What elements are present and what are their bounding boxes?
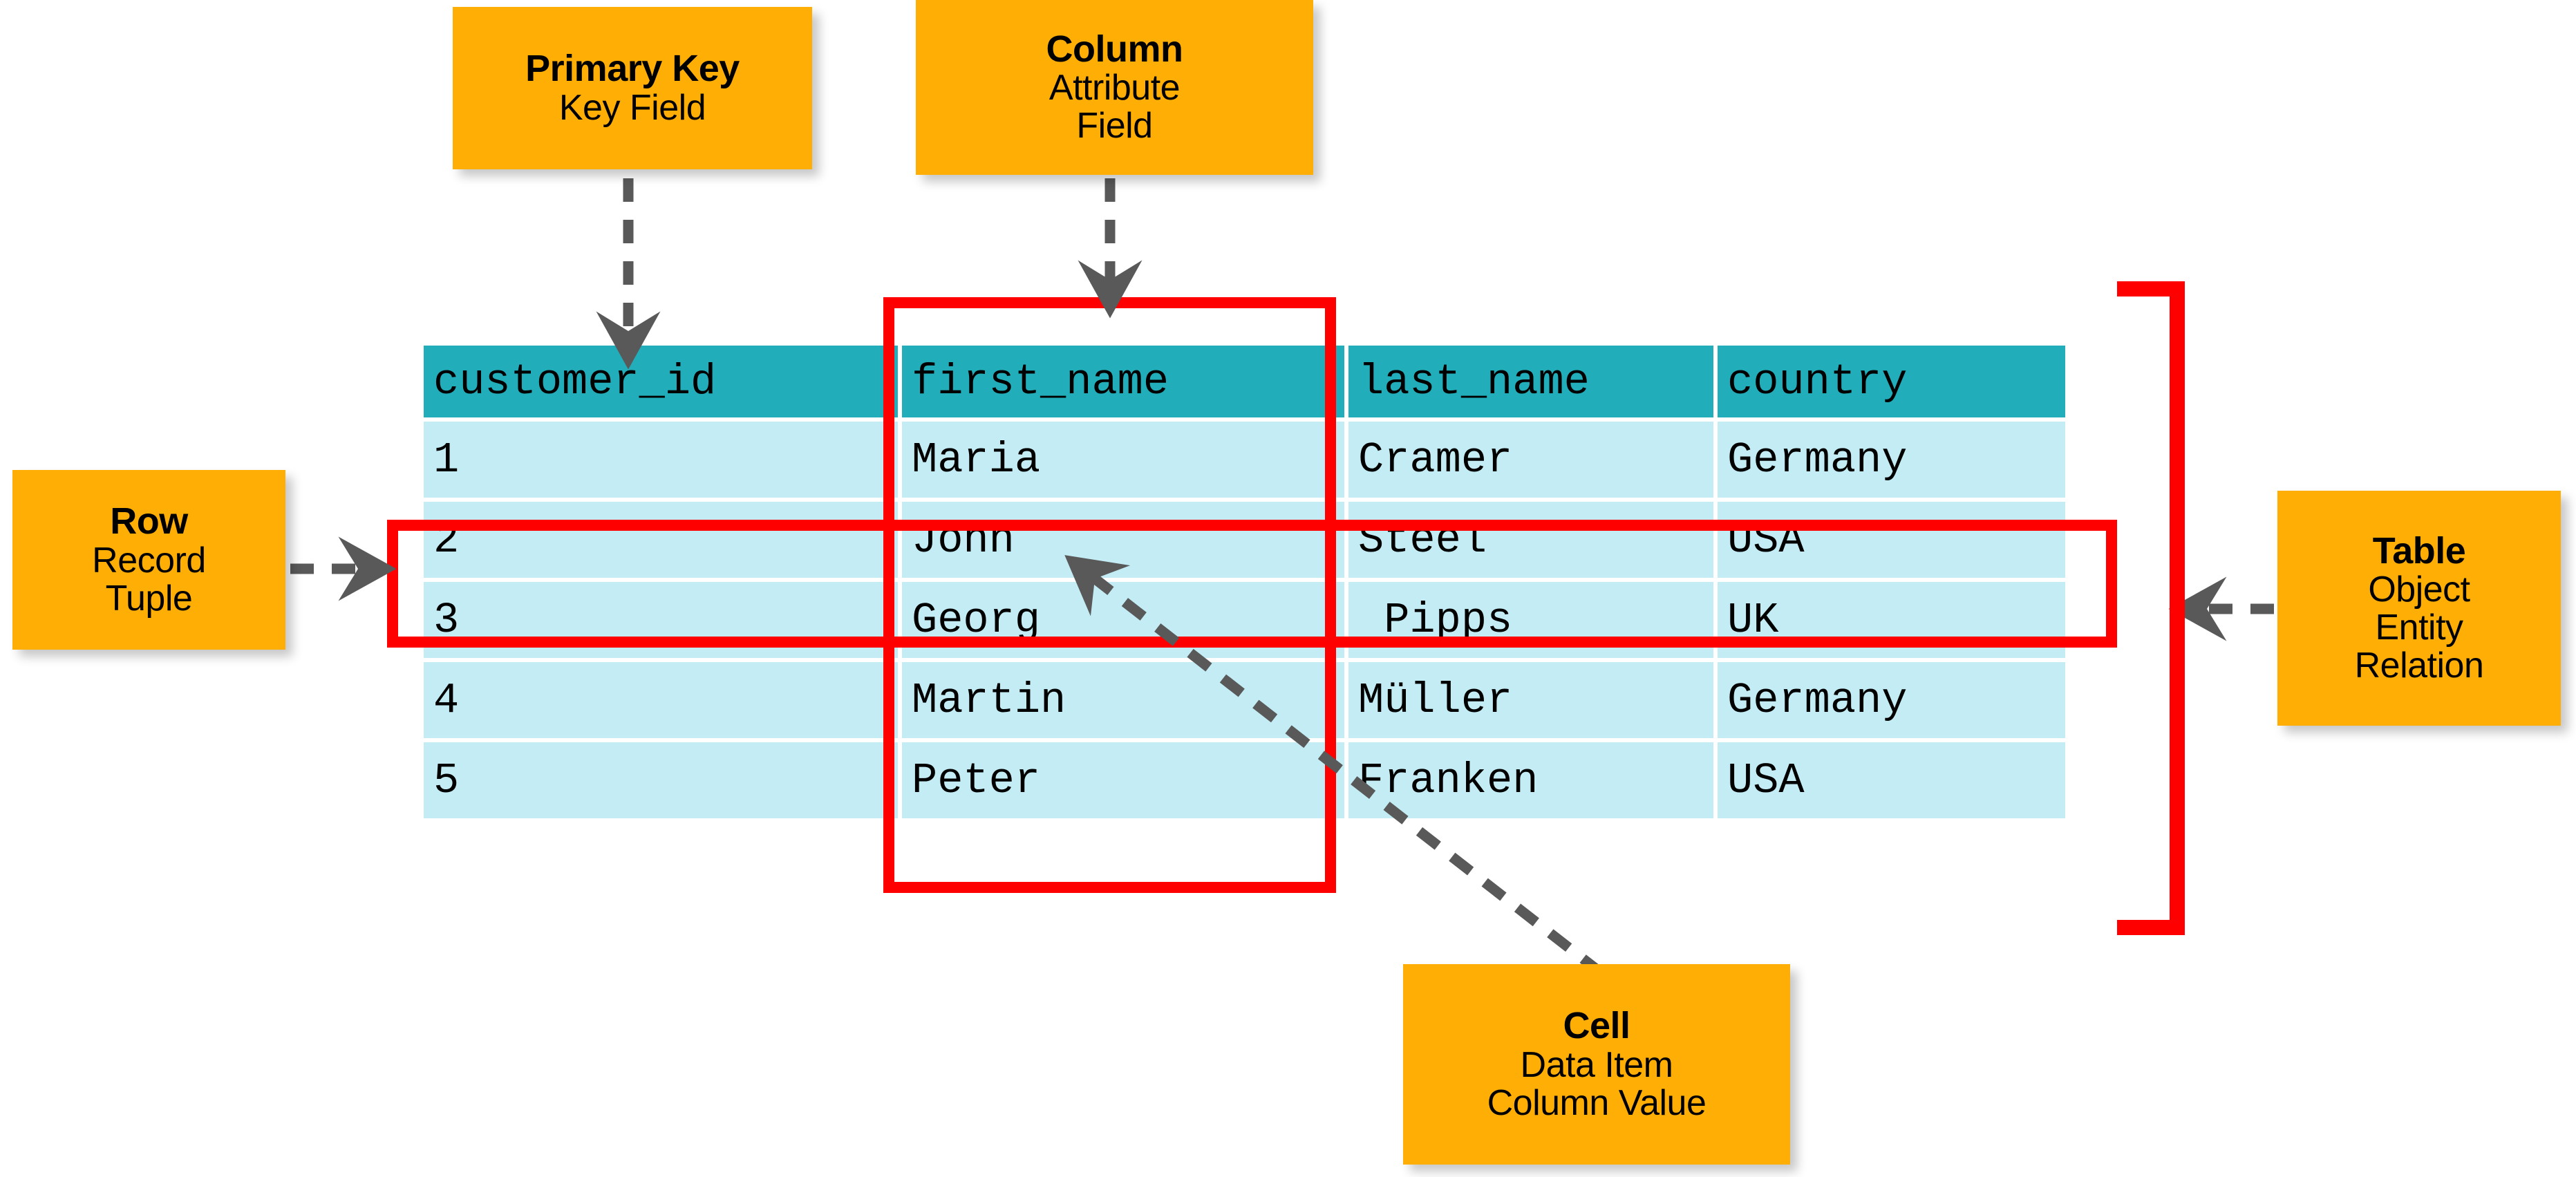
callout-column[interactable]: Column Attribute Field <box>916 0 1313 175</box>
callout-title: Column <box>1046 28 1183 70</box>
callout-title: Table <box>2372 529 2466 572</box>
customers-table: customer_id first_name last_name country… <box>424 346 2065 864</box>
callout-subtitle: Column Value <box>1487 1082 1707 1123</box>
table-grid: customer_id first_name last_name country… <box>420 341 2069 822</box>
callout-subtitle: Entity <box>2375 608 2463 648</box>
callout-title: Cell <box>1563 1005 1630 1047</box>
callout-title: Primary Key <box>525 48 740 90</box>
cell-country[interactable]: Germany <box>1718 662 2065 738</box>
cell-last-name[interactable]: Franken <box>1348 742 1713 818</box>
cell-first-name[interactable]: Maria <box>902 422 1344 498</box>
cell-customer-id[interactable]: 4 <box>424 662 898 738</box>
cell-country[interactable]: USA <box>1718 742 2065 818</box>
cell-customer-id[interactable]: 5 <box>424 742 898 818</box>
callout-subtitle: Tuple <box>105 578 193 619</box>
callout-subtitle: Field <box>1076 106 1153 147</box>
callout-subtitle: Data Item <box>1520 1044 1673 1085</box>
callout-cell[interactable]: Cell Data Item Column Value <box>1403 964 1790 1165</box>
table-row: 1 Maria Cramer Germany <box>424 422 2065 498</box>
callout-title: Row <box>110 500 188 543</box>
callout-primary-key[interactable]: Primary Key Key Field <box>453 7 812 169</box>
callout-subtitle: Key Field <box>558 87 706 128</box>
column-header-customer-id[interactable]: customer_id <box>424 346 898 417</box>
cell-last-name[interactable]: Cramer <box>1348 422 1713 498</box>
arrow-cell <box>1064 555 1605 977</box>
table-bracket <box>2117 281 2185 935</box>
cell-customer-id[interactable]: 1 <box>424 422 898 498</box>
callout-subtitle: Relation <box>2354 646 2484 686</box>
callout-subtitle: Object <box>2368 569 2470 610</box>
cell-country[interactable]: Germany <box>1718 422 2065 498</box>
table-row: 4 Martin Müller Germany <box>424 662 2065 738</box>
callout-table[interactable]: Table Object Entity Relation <box>2277 491 2561 726</box>
cell-customer-id[interactable]: 2 <box>424 502 898 578</box>
callout-subtitle: Attribute <box>1049 68 1181 108</box>
table-row: 5 Peter Franken USA <box>424 742 2065 818</box>
cell-last-name[interactable]: Müller <box>1348 662 1713 738</box>
cell-country[interactable]: USA <box>1718 502 2065 578</box>
table-header-row: customer_id first_name last_name country <box>424 346 2065 417</box>
column-header-first-name[interactable]: first_name <box>902 346 1344 417</box>
column-header-last-name[interactable]: last_name <box>1348 346 1713 417</box>
cell-first-name[interactable]: Martin <box>902 662 1344 738</box>
callout-row[interactable]: Row Record Tuple <box>12 470 285 650</box>
cell-first-name[interactable]: Peter <box>902 742 1344 818</box>
column-header-country[interactable]: country <box>1718 346 2065 417</box>
callout-subtitle: Record <box>92 540 206 581</box>
